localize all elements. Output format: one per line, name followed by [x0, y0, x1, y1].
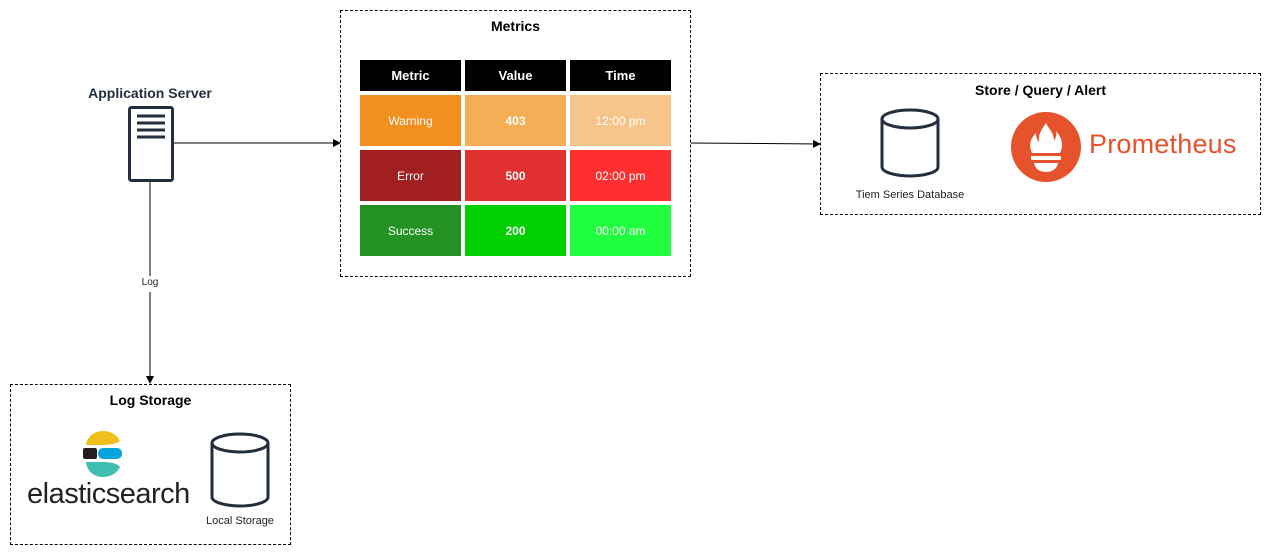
prometheus-wordmark: Prometheus	[1089, 129, 1237, 159]
log-connector-label: Log	[141, 277, 159, 288]
metrics-cell-error-time: 02:00 pm	[570, 150, 671, 201]
metrics-cell-success-value: 200	[465, 205, 566, 256]
metrics-cell-warning-value: 403	[465, 95, 566, 146]
metrics-cell-success-metric: Success	[360, 205, 461, 256]
metrics-cell-warning-metric: Warning	[360, 95, 461, 146]
elasticsearch-wordmark: elasticsearch	[27, 478, 190, 510]
elasticsearch-logo-icon	[83, 431, 122, 477]
metrics-title: Metrics	[490, 18, 541, 34]
metrics-header-metric: Metric	[360, 60, 461, 91]
metrics-cell-warning-time: 12:00 pm	[570, 95, 671, 146]
metrics-header-time: Time	[570, 60, 671, 91]
app-server-label: Application Server	[88, 85, 212, 101]
server-icon	[128, 106, 174, 182]
local-storage-label: Local Storage	[206, 515, 274, 527]
arrow-metrics-to-store	[689, 139, 821, 148]
log-storage-title: Log Storage	[109, 392, 192, 408]
local-storage-database-icon	[210, 432, 270, 508]
metrics-header-value: Value	[465, 60, 566, 91]
time-series-database-label: Tiem Series Database	[855, 189, 965, 201]
metrics-cell-success-time: 00:00 am	[570, 205, 671, 256]
store-title: Store / Query / Alert	[975, 82, 1106, 98]
metrics-cell-error-metric: Error	[360, 150, 461, 201]
prometheus-logo-icon	[1011, 112, 1081, 182]
time-series-database-icon	[880, 108, 940, 178]
metrics-cell-error-value: 500	[465, 150, 566, 201]
